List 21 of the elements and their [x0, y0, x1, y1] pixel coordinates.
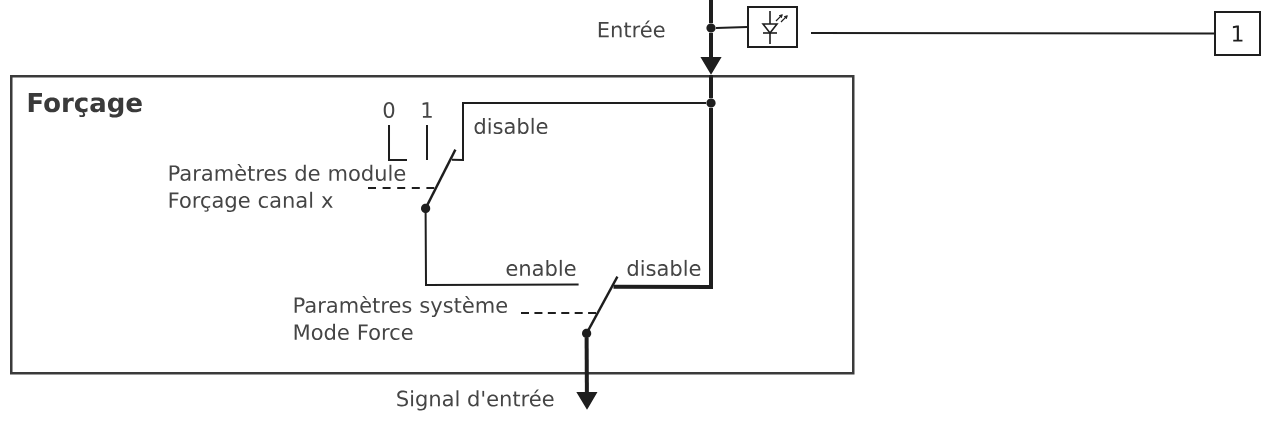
leader-line: [810, 32, 1215, 35]
wire: [450, 102, 707, 161]
signal-line: [613, 108, 713, 289]
switch-symbol: [421, 149, 457, 213]
signal-line: [709, 0, 713, 23]
control-line: [520, 312, 597, 315]
callout-number: 1: [1214, 11, 1261, 56]
contact-label: 1: [419, 101, 435, 119]
control-line: [367, 187, 436, 190]
wire: [715, 26, 748, 29]
contact-label: 0: [381, 101, 397, 119]
parameter-label: Paramètres système Mode Force: [294, 295, 508, 340]
contact-label: enable: [504, 258, 578, 278]
edge-label: Entrée: [594, 18, 668, 40]
contact-label: disable: [472, 116, 550, 136]
signal-line: [709, 75, 713, 98]
wire: [424, 212, 580, 286]
contact-label: disable: [625, 258, 703, 278]
edge-label: Signal d'entrée: [393, 387, 557, 413]
switch-symbol: [582, 276, 619, 338]
parameter-label: Paramètres de module Forçage canal x: [169, 163, 406, 213]
